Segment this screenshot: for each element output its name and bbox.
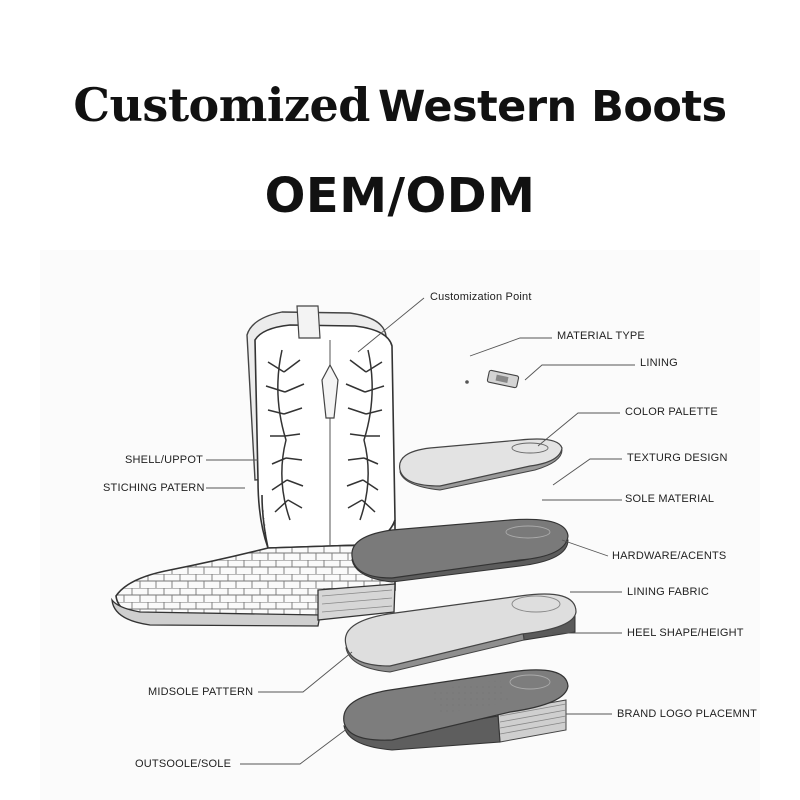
title-part-western-boots: Western Boots [377,82,727,132]
label-color-palette: COLOR PALETTE [625,406,718,418]
label-midsole-pattern: MIDSOLE PATTERN [148,686,254,698]
title-part-customized: Customized [73,78,370,132]
label-outsole: OUTSOOLE/SOLE [135,758,232,770]
buckle-part [486,369,520,389]
label-shell-upper: SHELL/UPPOT [125,454,204,466]
label-stitching-pattern: STICHING PATERN [103,482,205,494]
insole-layer [398,438,563,491]
label-sole-material: SOLE MATERIAL [625,493,715,505]
leader-lines [206,297,635,765]
label-lining: LINING [640,357,678,369]
exploded-layers [343,369,577,751]
boot-illustration [111,305,396,627]
label-hardware-accents: HARDWARE/ACENTS [612,550,727,562]
outsole-layer [343,669,569,751]
label-lining-fabric: LINING FABRIC [627,586,710,598]
page-subtitle: OEM/ODM [264,168,536,224]
label-customization-point: Customization Point [430,291,532,303]
label-brand-logo: BRAND LOGO PLACEMNT [617,708,758,720]
label-texture-design: TEXTURG DESIGN [627,452,728,464]
label-heel-shape: HEEL SHAPE/HEIGHT [627,627,744,639]
lining-layer [351,518,569,583]
label-material-type: MATERIAL TYPE [557,330,645,342]
